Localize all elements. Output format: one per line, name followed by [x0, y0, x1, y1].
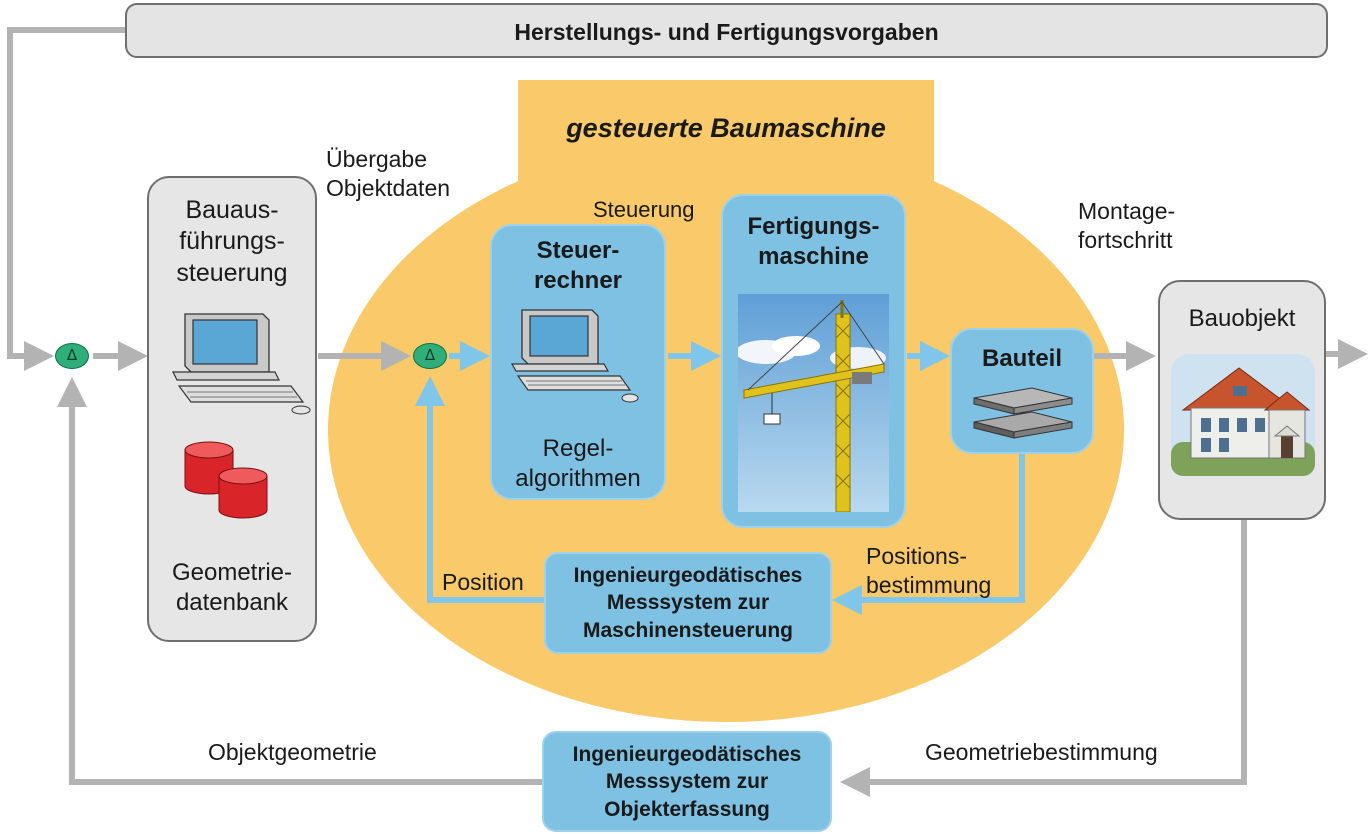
bauteil-label: Bauteil	[981, 345, 1062, 372]
montage-label: Montage- fortschritt	[1078, 198, 1176, 253]
fertigung-label: Fertigungs- maschine	[747, 213, 880, 270]
delta-node-outer: Δ	[55, 343, 89, 369]
arrow-geometriebestimmung	[840, 520, 1247, 797]
computer-icon	[172, 313, 311, 415]
steuerrechner-label: Steuer- rechner	[533, 237, 623, 294]
messsystem-objekt-box: Ingenieurgeodätisches Messsystem zur Obj…	[542, 731, 832, 832]
steel-beam-icon	[973, 387, 1073, 439]
machine-title: gesteuerte Baumaschine	[566, 113, 886, 143]
uebergabe-label: Übergabe Objektdaten	[326, 146, 451, 201]
arrow-positionsbestimmung	[832, 454, 1025, 615]
bauteil-box: Bauteil	[950, 328, 1094, 454]
fertigung-box: Fertigungs- maschine	[721, 194, 906, 528]
regel-label: Regel- algorithmen	[515, 435, 641, 492]
geometrie-db-label: Geometrie- datenbank	[171, 559, 293, 616]
crane-image	[738, 294, 889, 512]
geometriebestimmung-label: Geometriebestimmung	[925, 739, 1158, 765]
top-bar-label: Herstellungs- und Fertigungsvorgaben	[514, 19, 939, 45]
bauobjekt-box: Bauobjekt	[1158, 280, 1326, 520]
position-label: Position	[442, 569, 524, 595]
steuerung-label: Steuerung	[593, 197, 695, 222]
positionsbestimmung-label: Positions- bestimmung	[866, 543, 992, 598]
bauaus-label: Bauaus- führungs- steuerung	[176, 196, 288, 287]
arrow-position	[415, 376, 544, 603]
house-image	[1171, 354, 1315, 476]
messsystem-maschine-box: Ingenieurgeodätisches Messsystem zur Mas…	[544, 552, 832, 654]
arrow-objektgeometrie	[57, 377, 543, 785]
delta-node-inner: Δ	[413, 343, 447, 369]
objektgeometrie-label: Objektgeometrie	[208, 739, 377, 765]
steuerrechner-box: Steuer- rechner Regel- algorithmen	[490, 224, 666, 500]
computer-icon	[510, 309, 639, 403]
messsystem-maschine-label: Ingenieurgeodätisches Messsystem zur Mas…	[573, 564, 803, 642]
database-icon	[184, 441, 268, 519]
top-bar: Herstellungs- und Fertigungsvorgaben	[125, 3, 1328, 58]
bauaus-box: Bauaus- führungs- steuerung Geometrie- d…	[147, 176, 317, 642]
arrow-top-feedback	[7, 27, 125, 371]
bauobjekt-label: Bauobjekt	[1188, 305, 1296, 332]
messsystem-objekt-label: Ingenieurgeodätisches Messsystem zur Obj…	[572, 743, 802, 821]
